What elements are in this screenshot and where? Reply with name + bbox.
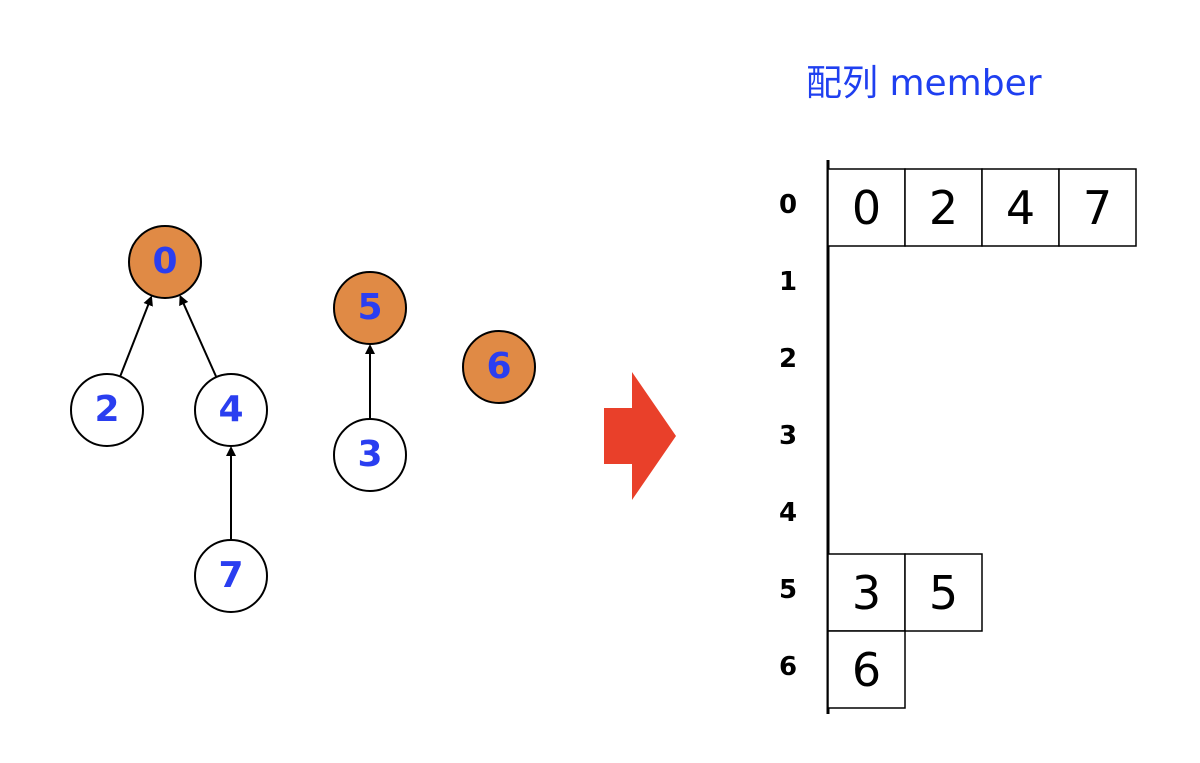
- forest-nodes: 0 2 4 7 5 3 6: [70, 225, 536, 613]
- node-label: 3: [357, 434, 382, 475]
- row-index-label: 4: [779, 498, 797, 528]
- node-circle: [333, 418, 407, 492]
- row-index-label: 1: [779, 267, 797, 297]
- forest-edges: [119, 294, 375, 540]
- edge-4-to-0: [179, 294, 218, 378]
- node-circle: [462, 330, 536, 404]
- array-row-2: 2: [779, 344, 797, 374]
- row-index-label: 2: [779, 344, 797, 374]
- array-cell-value: 2: [929, 181, 958, 235]
- transform-arrow-icon: [604, 372, 676, 500]
- node-6: 6: [462, 330, 536, 404]
- array-row-4: 4: [779, 498, 797, 528]
- node-circle: [194, 539, 268, 613]
- node-label: 5: [357, 287, 382, 328]
- node-7: 7: [194, 539, 268, 613]
- row-index-label: 3: [779, 421, 797, 451]
- node-circle: [194, 373, 268, 447]
- edge-2-to-0: [119, 295, 153, 377]
- array-cell-value: 0: [852, 181, 881, 235]
- node-circle: [128, 225, 202, 299]
- node-label: 0: [152, 241, 177, 282]
- row-index-label: 6: [779, 652, 797, 682]
- node-3: 3: [333, 418, 407, 492]
- array-cell: [827, 630, 906, 709]
- array-cell-value: 4: [1006, 181, 1035, 235]
- node-label: 7: [218, 555, 243, 596]
- array-cell-value: 6: [852, 643, 881, 697]
- node-label: 6: [486, 346, 511, 387]
- array-cell-value: 3: [852, 566, 881, 620]
- array-cell: [904, 553, 983, 632]
- array-title: 配列 member: [806, 63, 1042, 104]
- array-cell: [827, 168, 906, 247]
- node-circle: [70, 373, 144, 447]
- node-2: 2: [70, 373, 144, 447]
- array-cell: [1058, 168, 1137, 247]
- node-circle: [333, 271, 407, 345]
- node-5: 5: [333, 271, 407, 345]
- node-4: 4: [194, 373, 268, 447]
- array-cell: [904, 168, 983, 247]
- node-label: 4: [218, 389, 243, 430]
- array-row-3: 3: [779, 421, 797, 451]
- array-row-1: 1: [779, 267, 797, 297]
- array-cell-value: 5: [929, 566, 958, 620]
- row-index-label: 5: [779, 575, 797, 605]
- node-0: 0: [128, 225, 202, 299]
- array-cell: [981, 168, 1060, 247]
- array-cell-value: 7: [1083, 181, 1112, 235]
- row-index-label: 0: [779, 190, 797, 220]
- node-label: 2: [94, 389, 119, 430]
